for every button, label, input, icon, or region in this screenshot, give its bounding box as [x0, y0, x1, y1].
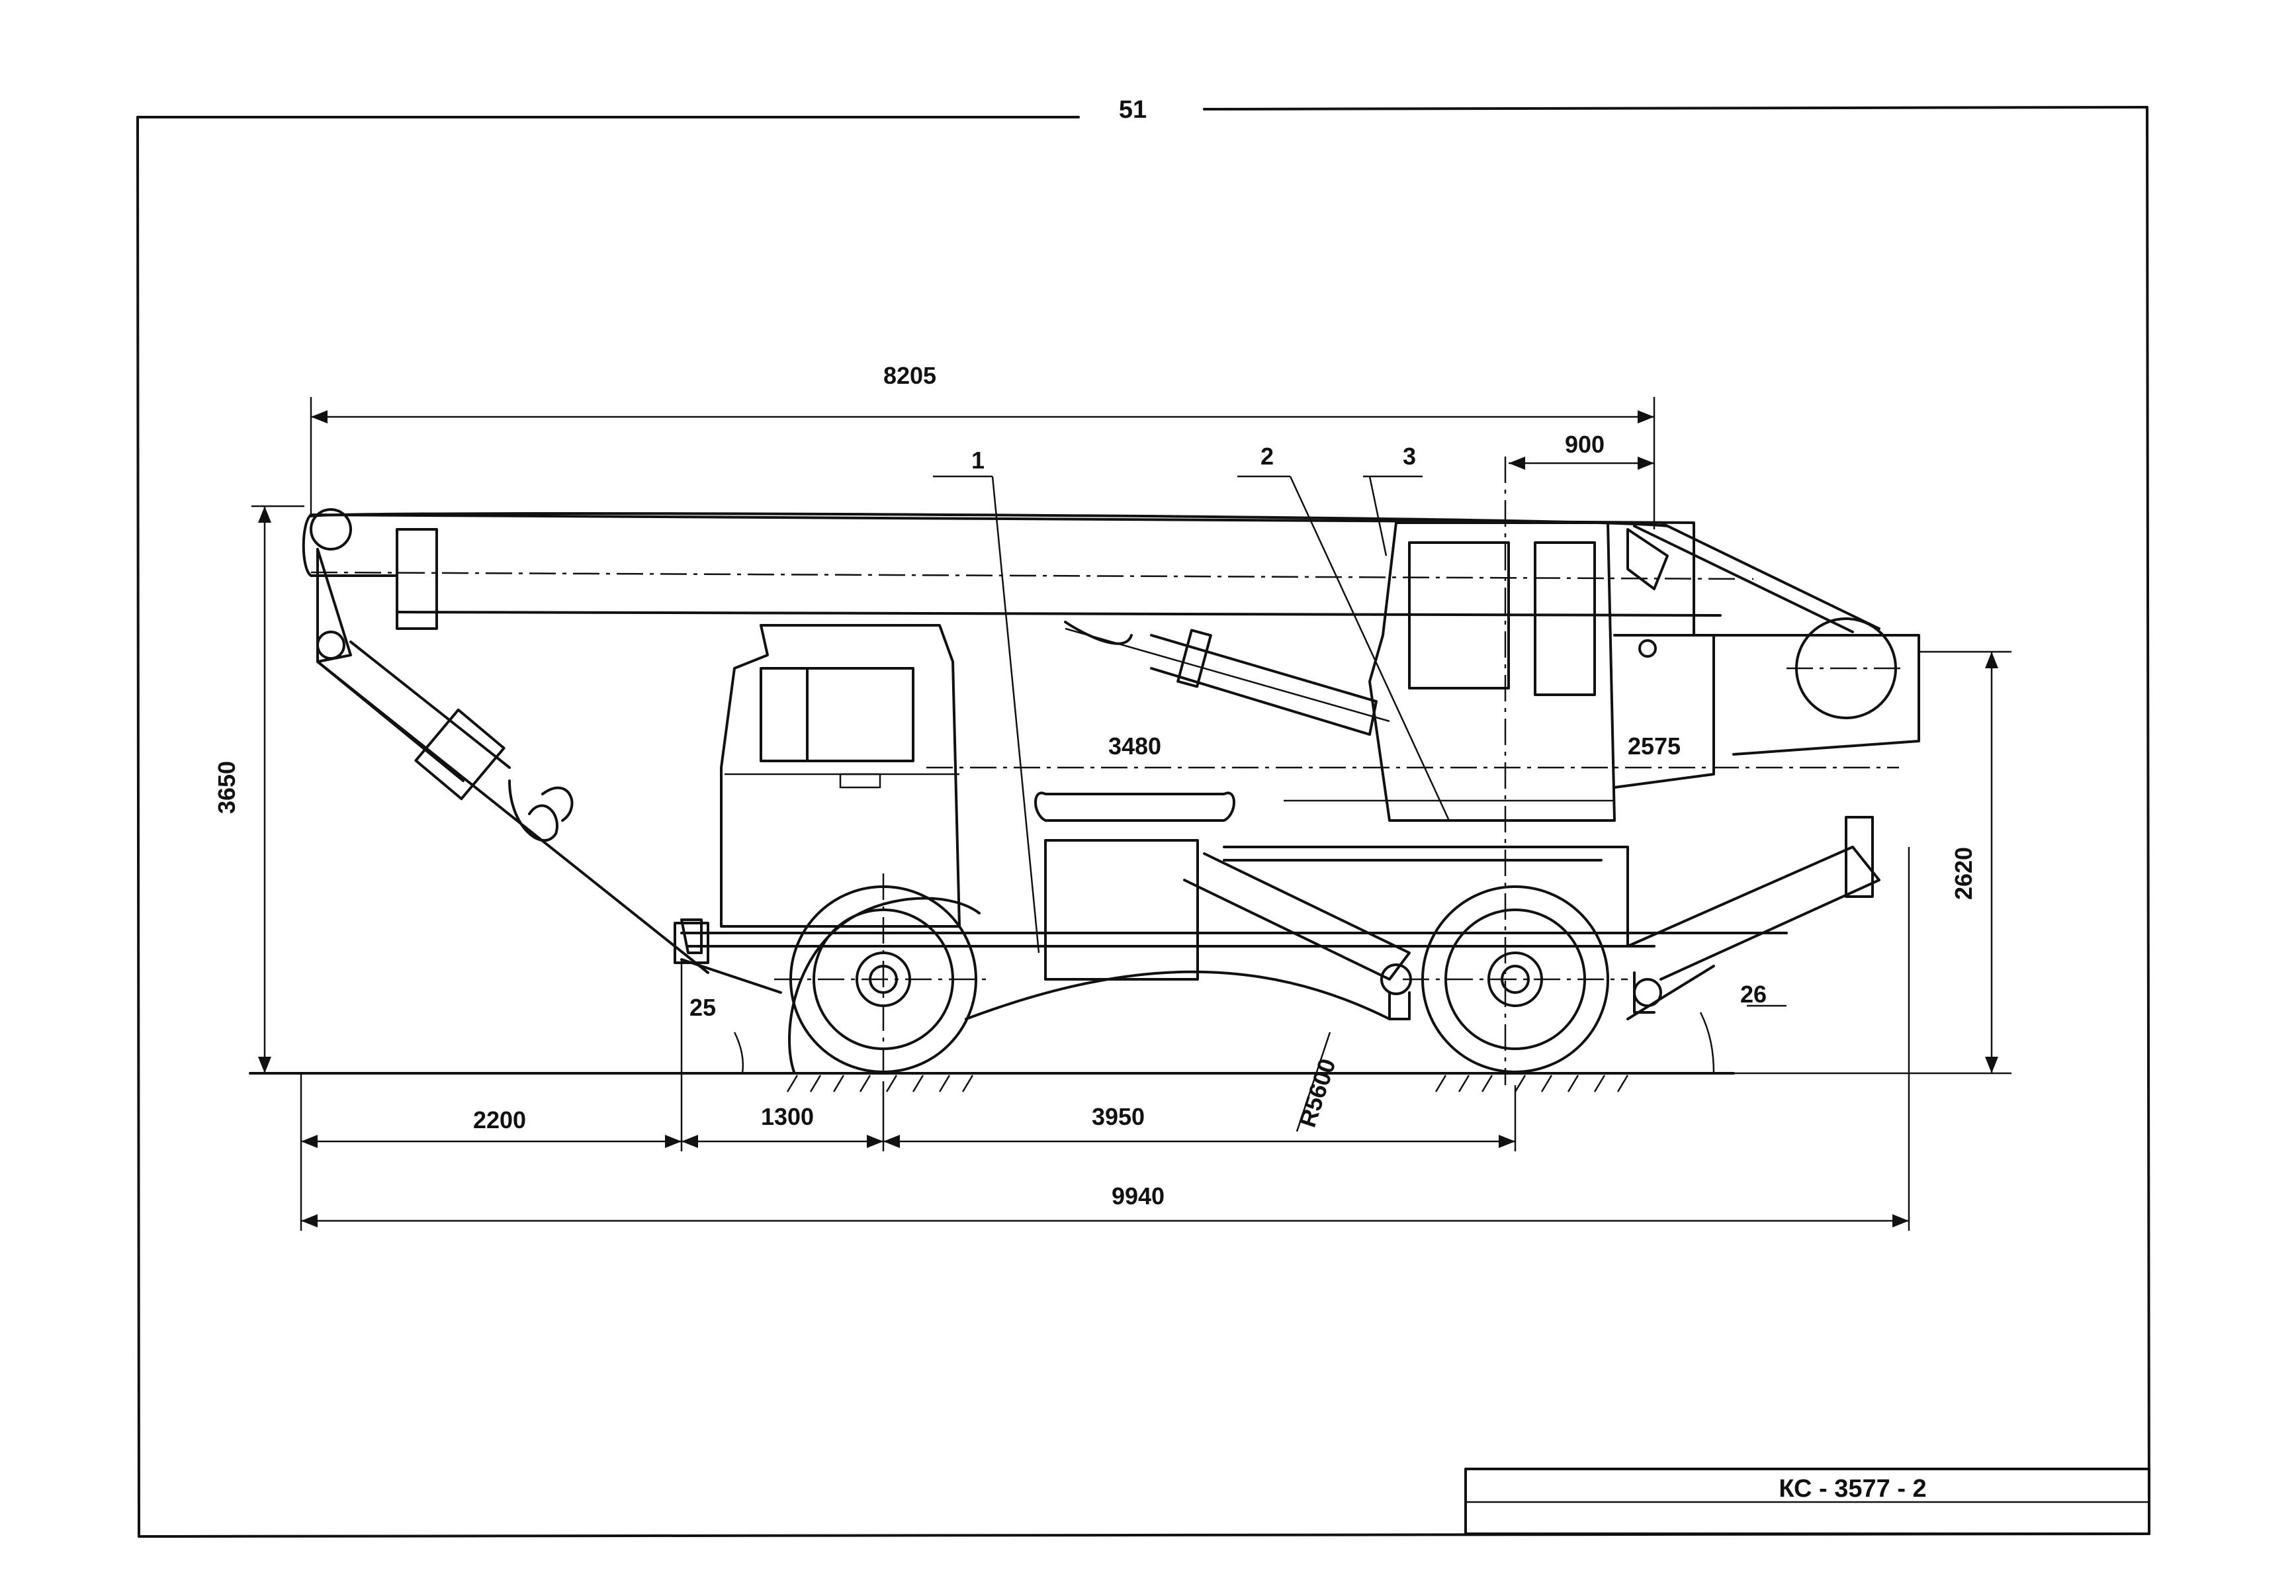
rear-outrigger: [1626, 816, 1880, 1014]
dim-front-axle-offset: 1300: [761, 1103, 814, 1130]
dim-departure-angle: 26: [1740, 981, 1767, 1008]
hook-block: [316, 641, 709, 974]
dim-outrigger-spacing: 3480: [1108, 732, 1161, 760]
callout-1: 1: [971, 447, 985, 474]
front-outrigger: [1183, 852, 1412, 1020]
front-wheel: [774, 873, 993, 1092]
superstructure: [1064, 457, 1715, 1085]
dim-overall-boom-length: 8205: [883, 362, 936, 389]
clearance-contour: [674, 922, 1715, 1151]
telescopic-boom: [302, 508, 1920, 756]
dim-rotation-height: 2620: [1950, 847, 1977, 900]
dim-front-overhang: 2200: [473, 1106, 526, 1133]
chassis: [680, 791, 1788, 981]
dim-wheelbase: 3950: [1092, 1103, 1145, 1130]
dimension-lines: [251, 397, 2011, 1231]
drawing-frame: [136, 106, 2150, 1538]
dim-approach-angle: 25: [689, 994, 716, 1021]
dim-superstructure-height: 2575: [1628, 732, 1681, 760]
page-number: 51: [1119, 96, 1147, 124]
ground-line: [249, 1072, 1735, 1092]
dim-cab-offset: 900: [1565, 431, 1605, 458]
truck-cab: [720, 624, 961, 928]
callout-2: 2: [1260, 443, 1274, 470]
dim-overall-length: 9940: [1112, 1182, 1165, 1210]
dim-radius: R5600: [1294, 1055, 1341, 1131]
rear-wheel: [1403, 885, 1628, 1073]
dim-overall-height: 3650: [213, 761, 240, 814]
callout-3: 3: [1403, 443, 1416, 470]
drawing-designation: КС - 3577 - 2: [1779, 1475, 1926, 1503]
crane-truck: [302, 457, 1920, 1151]
